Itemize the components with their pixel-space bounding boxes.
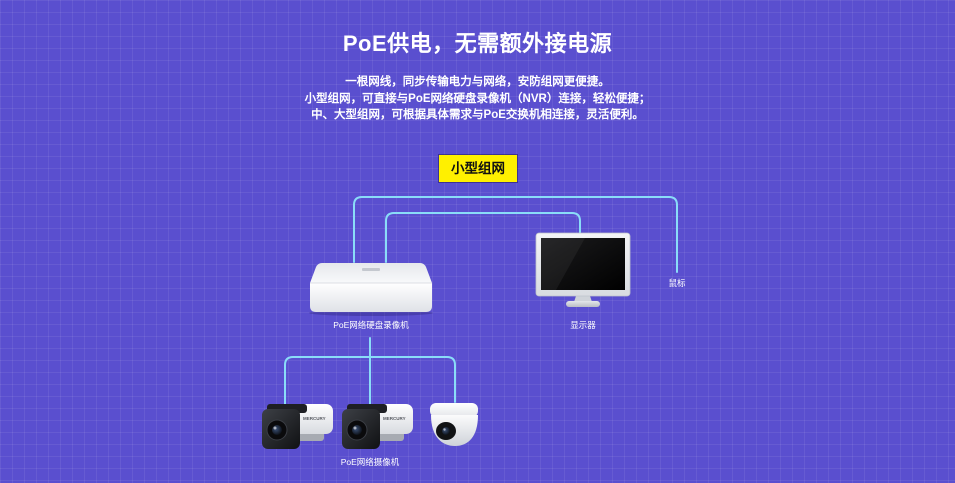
nvr-logo-mark [362,268,380,271]
description-block: 一根网线，同步传输电力与网络，安防组网更便捷。 小型组网，可直接与PoE网络硬盘… [0,74,955,124]
nvr-top-face [310,263,432,283]
description-line-3: 中、大型组网，可根据具体需求与PoE交换机相连接，灵活便利。 [311,109,644,121]
description-line-2: 小型组网，可直接与PoE网络硬盘录像机（NVR）连接，轻松便捷； [304,92,651,105]
camera-label: PoE网络摄像机 [340,457,400,467]
description-line-1: 一根网线，同步传输电力与网络，安防组网更便捷。 [345,76,610,88]
monitor-neck [574,296,592,302]
nvr-label: PoE网络硬盘录像机 [333,320,409,330]
camera-lens-highlight [353,426,357,430]
bullet-camera-image: MERCURY [342,404,413,449]
dome-camera-image [430,403,478,446]
monitor-base [566,301,600,307]
camera-brand-logo: MERCURY [383,416,406,421]
monitor-image [535,232,631,307]
nvr-image [309,263,433,316]
monitor-reflection [541,238,585,290]
nvr-to-mouse-line [353,196,678,273]
mouse-label: 鼠标 [668,278,686,288]
camera-branch-line [284,356,456,406]
camera-lens [272,425,282,435]
page-title: PoE供电，无需额外接电源 [342,31,613,56]
camera-lens [352,425,362,435]
nvr-front-face [310,283,432,312]
dome-lens [442,427,450,435]
dome-base [430,403,478,417]
bullet-camera-image: MERCURY [262,404,333,449]
small-network-badge: 小型组网 [439,155,517,182]
dome-lens-highlight [443,428,446,431]
monitor-screen [541,238,625,290]
camera-lens-highlight [273,426,277,430]
nvr-to-monitor-line [385,212,581,263]
camera-brand-logo: MERCURY [303,416,326,421]
monitor-label: 显示器 [570,320,596,330]
